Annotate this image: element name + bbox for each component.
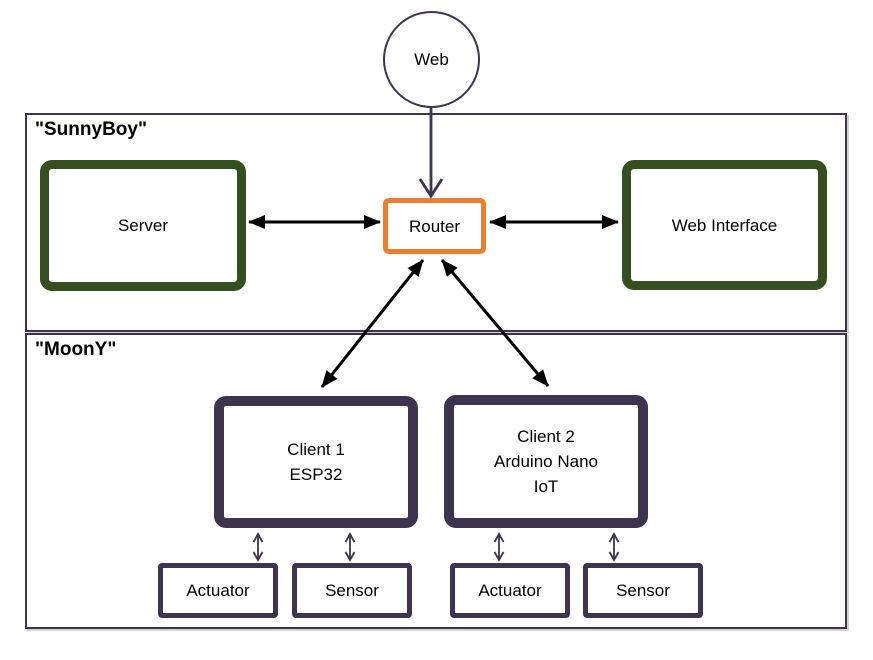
client1-actuator-label: Actuator: [186, 581, 250, 600]
client1-label-line1: Client 1: [287, 440, 345, 459]
moony-label: "MoonY": [35, 339, 117, 360]
router-label: Router: [408, 216, 461, 236]
sunnyboy-container: "SunnyBoy": [25, 113, 847, 332]
client2-label-line2: Arduino Nano: [494, 452, 598, 471]
client1-sensor-label: Sensor: [325, 581, 379, 600]
client2-label-line1: Client 2: [517, 427, 575, 446]
moony-container: "MoonY": [25, 333, 847, 629]
server-label: Server: [117, 216, 169, 235]
client2-sensor-box: Sensor: [583, 563, 703, 618]
client2-sensor-label: Sensor: [616, 581, 670, 600]
router-box: Router: [383, 198, 486, 254]
web-interface-label: Web Interface: [671, 215, 778, 235]
client1-sensor-box: Sensor: [292, 563, 412, 618]
client2-actuator-label: Actuator: [478, 581, 542, 600]
server-box: Server: [40, 160, 246, 291]
web-node-label: Web: [414, 49, 449, 69]
client2-box: Client 2 Arduino Nano IoT: [444, 395, 648, 528]
web-interface-box: Web Interface: [622, 160, 827, 290]
client2-label-line3: IoT: [533, 477, 559, 496]
sunnyboy-label: "SunnyBoy": [35, 119, 147, 140]
client1-label-line2: ESP32: [289, 465, 343, 484]
client1-box: Client 1 ESP32: [214, 396, 418, 528]
client1-actuator-box: Actuator: [158, 563, 278, 618]
client2-actuator-box: Actuator: [450, 563, 570, 618]
web-node: Web: [383, 11, 480, 108]
